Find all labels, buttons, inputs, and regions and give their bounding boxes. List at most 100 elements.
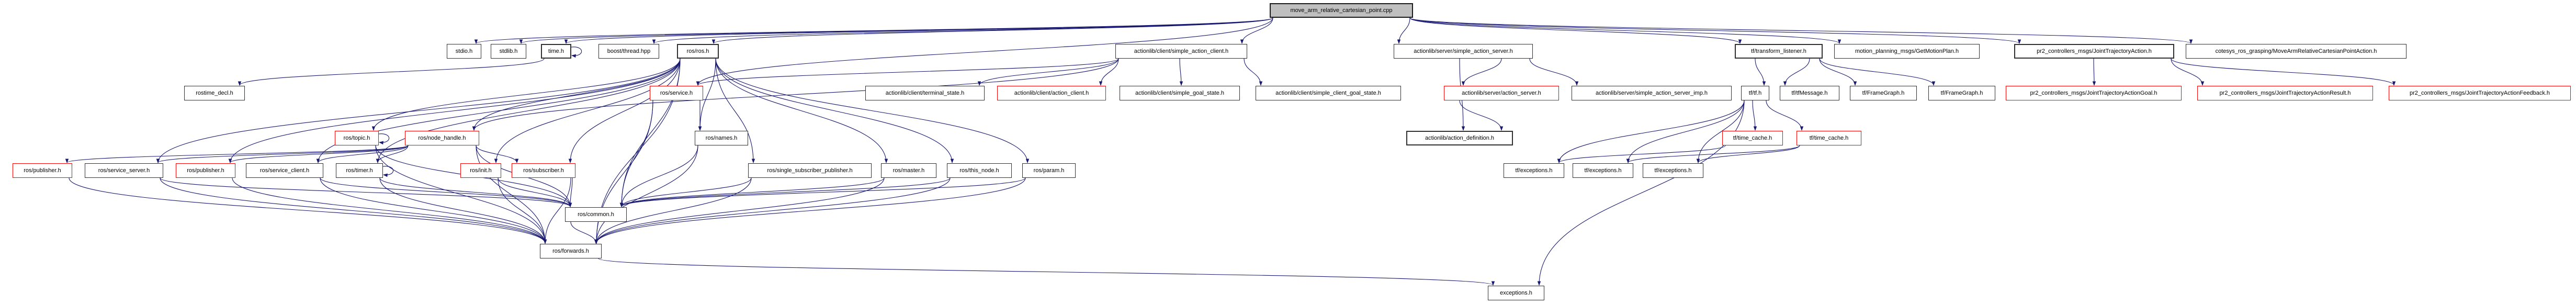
- include-edge: [715, 58, 1030, 164]
- include-edge: [1179, 58, 1183, 86]
- graph-node-timecache2[interactable]: tf/time_cache.h: [1797, 131, 1861, 145]
- graph-node-tfexc1[interactable]: tf/exceptions.h: [1504, 163, 1564, 178]
- graph-node-label: actionlib/server/action_server.h: [1462, 90, 1541, 96]
- graph-node-rosros[interactable]: ros/ros.h: [677, 44, 719, 59]
- graph-node-publisher2[interactable]: ros/publisher.h: [176, 163, 235, 178]
- graph-node-jtaresult[interactable]: pr2_controllers_msgs/JointTrajectoryActi…: [2197, 86, 2373, 100]
- graph-node-label: ros/publisher.h: [24, 167, 61, 174]
- include-edge: [1557, 145, 1726, 164]
- include-edge: [1752, 100, 1757, 131]
- graph-node-label: tf/tf.h: [1748, 90, 1762, 96]
- graph-node-label: tf/tfMessage.h: [1791, 90, 1828, 96]
- graph-node-thisnode[interactable]: ros/this_node.h: [947, 163, 1012, 178]
- graph-node-subscriber[interactable]: ros/subscriber.h: [512, 163, 575, 178]
- graph-node-label: stdlib.h: [499, 48, 518, 54]
- graph-node-stdlib[interactable]: stdlib.h: [491, 44, 526, 59]
- graph-node-action_server[interactable]: actionlib/server/action_server.h: [1444, 86, 1559, 100]
- graph-node-label: tf/time_cache.h: [1809, 135, 1849, 141]
- graph-node-rostopic[interactable]: ros/topic.h: [335, 131, 379, 145]
- graph-node-simple_goal_state[interactable]: actionlib/client/simple_goal_state.h: [1120, 86, 1240, 100]
- graph-node-framegraph1[interactable]: tf/FrameGraph.h: [1850, 86, 1917, 100]
- graph-node-action_definition[interactable]: actionlib/action_definition.h: [1406, 131, 1513, 145]
- include-edge: [570, 221, 598, 244]
- include-edge: [1755, 58, 1766, 86]
- graph-node-tfexc3[interactable]: tf/exceptions.h: [1643, 163, 1703, 178]
- graph-node-label: boost/thread.hpp: [607, 48, 651, 54]
- include-edge: [228, 145, 409, 164]
- include-edge: [1819, 58, 1857, 86]
- graph-node-timer[interactable]: ros/timer.h: [336, 163, 383, 178]
- graph-node-exceptions[interactable]: exceptions.h: [1488, 286, 1544, 300]
- graph-node-label: ros/names.h: [705, 135, 738, 141]
- graph-node-rostime_decl[interactable]: rostime_decl.h: [184, 86, 245, 100]
- graph-node-label: tf/FrameGraph.h: [1862, 90, 1905, 96]
- graph-node-framegraph2[interactable]: tf/FrameGraph.h: [1928, 86, 1995, 100]
- graph-node-action_client[interactable]: actionlib/client/action_client.h: [997, 86, 1106, 100]
- include-edge: [1626, 145, 1800, 164]
- graph-node-label: actionlib/client/terminal_state.h: [885, 90, 965, 96]
- graph-node-boostthread[interactable]: boost/thread.hpp: [598, 44, 659, 59]
- graph-node-common[interactable]: ros/common.h: [565, 207, 627, 222]
- graph-node-label: actionlib/server/simple_action_server_im…: [1596, 90, 1708, 96]
- include-edge: [564, 17, 1273, 44]
- graph-node-jtafeedback[interactable]: pr2_controllers_msgs/JointTrajectoryActi…: [2389, 86, 2571, 100]
- graph-node-master[interactable]: ros/master.h: [881, 163, 936, 178]
- include-edge: [619, 177, 951, 208]
- graph-node-label: actionlib/client/simple_goal_state.h: [1135, 90, 1224, 96]
- graph-node-time[interactable]: time.h: [541, 44, 571, 59]
- graph-node-service_client[interactable]: ros/service_client.h: [246, 163, 323, 178]
- graph-node-tfexc2[interactable]: tf/exceptions.h: [1573, 163, 1633, 178]
- include-edge: [2171, 58, 2205, 86]
- include-edge: [598, 258, 1495, 286]
- include-edge: [1696, 145, 1800, 164]
- graph-node-jta[interactable]: pr2_controllers_msgs/JointTrajectoryActi…: [2014, 44, 2174, 59]
- include-edge: [376, 145, 409, 164]
- graph-node-timecache1[interactable]: tf/time_cache.h: [1722, 131, 1783, 145]
- graph-node-gmp[interactable]: motion_planning_msgs/GetMotionPlan.h: [1834, 44, 1980, 59]
- graph-node-label: ros/timer.h: [346, 167, 373, 174]
- include-edge: [696, 17, 1273, 86]
- graph-node-label: ros/forwards.h: [552, 248, 589, 254]
- include-edge: [228, 58, 681, 164]
- include-edge: [65, 145, 409, 164]
- graph-node-tftf[interactable]: tf/tf.h: [1741, 86, 1769, 100]
- graph-node-forwards[interactable]: ros/forwards.h: [540, 244, 602, 258]
- graph-node-init[interactable]: ros/init.h: [460, 163, 501, 178]
- graph-node-label: ros/ros.h: [686, 48, 709, 54]
- include-edge: [696, 58, 1119, 86]
- graph-node-tfmessage[interactable]: tf/tfMessage.h: [1780, 86, 1839, 100]
- include-edge: [1459, 100, 1504, 131]
- graph-node-jtagoal[interactable]: pr2_controllers_msgs/JointTrajectoryActi…: [2006, 86, 2182, 100]
- graph-node-rosnames[interactable]: ros/names.h: [695, 131, 748, 145]
- graph-node-simple_client_goal_state[interactable]: actionlib/client/simple_client_goal_stat…: [1256, 86, 1401, 100]
- graph-node-terminal_state[interactable]: actionlib/client/terminal_state.h: [865, 86, 985, 100]
- include-edge: [594, 145, 698, 244]
- graph-node-sas_imp[interactable]: actionlib/server/simple_action_server_im…: [1572, 86, 1732, 100]
- include-edge: [476, 145, 519, 164]
- graph-node-ssp[interactable]: ros/single_subscriber_publisher.h: [748, 163, 872, 178]
- include-edge: [1409, 17, 1841, 44]
- graph-node-root[interactable]: move_arm_relative_cartesian_point.cpp: [1270, 3, 1413, 18]
- include-edge: [571, 47, 582, 58]
- include-edge: [594, 177, 1026, 244]
- graph-node-rosservice[interactable]: ros/service.h: [650, 86, 703, 100]
- graph-node-tfl[interactable]: tf/transform_listener.h: [1735, 44, 1823, 59]
- graph-node-cotesys[interactable]: cotesys_ros_grasping/MoveArmRelativeCart…: [2186, 44, 2406, 59]
- graph-node-publisher1[interactable]: ros/publisher.h: [13, 163, 72, 178]
- include-edge: [472, 58, 681, 131]
- include-edge: [594, 100, 653, 244]
- include-edge: [519, 17, 1273, 44]
- graph-node-label: ros/node_handle.h: [418, 135, 466, 141]
- include-edge: [715, 58, 888, 164]
- graph-node-sas[interactable]: actionlib/server/simple_action_server.h: [1394, 44, 1533, 59]
- graph-node-stdio[interactable]: stdio.h: [447, 44, 481, 59]
- graph-node-label: rostime_decl.h: [196, 90, 233, 96]
- graph-node-service_server[interactable]: ros/service_server.h: [85, 163, 163, 178]
- graph-node-label: pr2_controllers_msgs/JointTrajectoryActi…: [2037, 48, 2152, 54]
- graph-node-sac[interactable]: actionlib/client/simple_action_client.h: [1115, 44, 1247, 59]
- graph-node-label: ros/service_client.h: [259, 167, 310, 174]
- graph-node-param[interactable]: ros/param.h: [1022, 163, 1076, 178]
- graph-node-nodehandle[interactable]: ros/node_handle.h: [405, 131, 479, 145]
